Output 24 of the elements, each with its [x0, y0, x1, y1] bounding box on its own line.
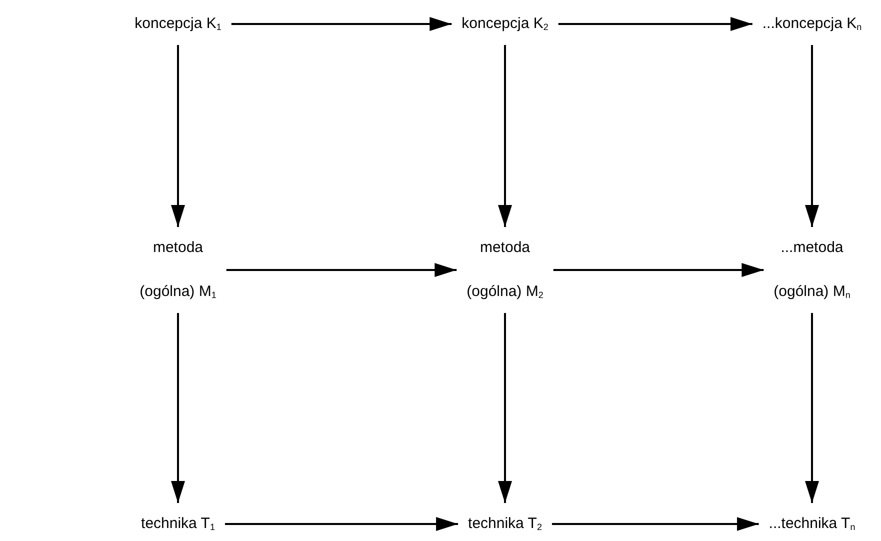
- arrow: [498, 45, 512, 227]
- text-label: (ogólna) M$_{n}$: [774, 283, 850, 301]
- arrow: [171, 45, 185, 227]
- arrow: [226, 263, 457, 277]
- text-label: ...technika T$_{n}$: [768, 515, 856, 533]
- arrow: [553, 263, 764, 277]
- arrow: [498, 313, 512, 503]
- text-label: metoda: [480, 239, 530, 257]
- arrow: [171, 313, 185, 503]
- arrow: [224, 517, 458, 531]
- text-label: technika T$_{2}$: [468, 515, 542, 533]
- arrow: [558, 17, 752, 31]
- arrow: [805, 313, 819, 503]
- text-label: koncepcja K$_{1}$: [134, 15, 222, 33]
- text-label: technika T$_{1}$: [141, 515, 215, 533]
- text-label: ...koncepcja K$_{n}$: [762, 15, 862, 33]
- text-label: metoda: [152, 239, 204, 257]
- arrow: [805, 45, 819, 227]
- text-label: (ogólna) M$_{2}$: [466, 283, 544, 301]
- text-label: koncepcja K$_{2}$: [462, 15, 548, 33]
- arrow: [552, 517, 759, 531]
- text-label: (ogólna) M$_{1}$: [140, 283, 216, 301]
- text-label: ...metoda: [780, 239, 844, 257]
- arrow: [231, 17, 452, 31]
